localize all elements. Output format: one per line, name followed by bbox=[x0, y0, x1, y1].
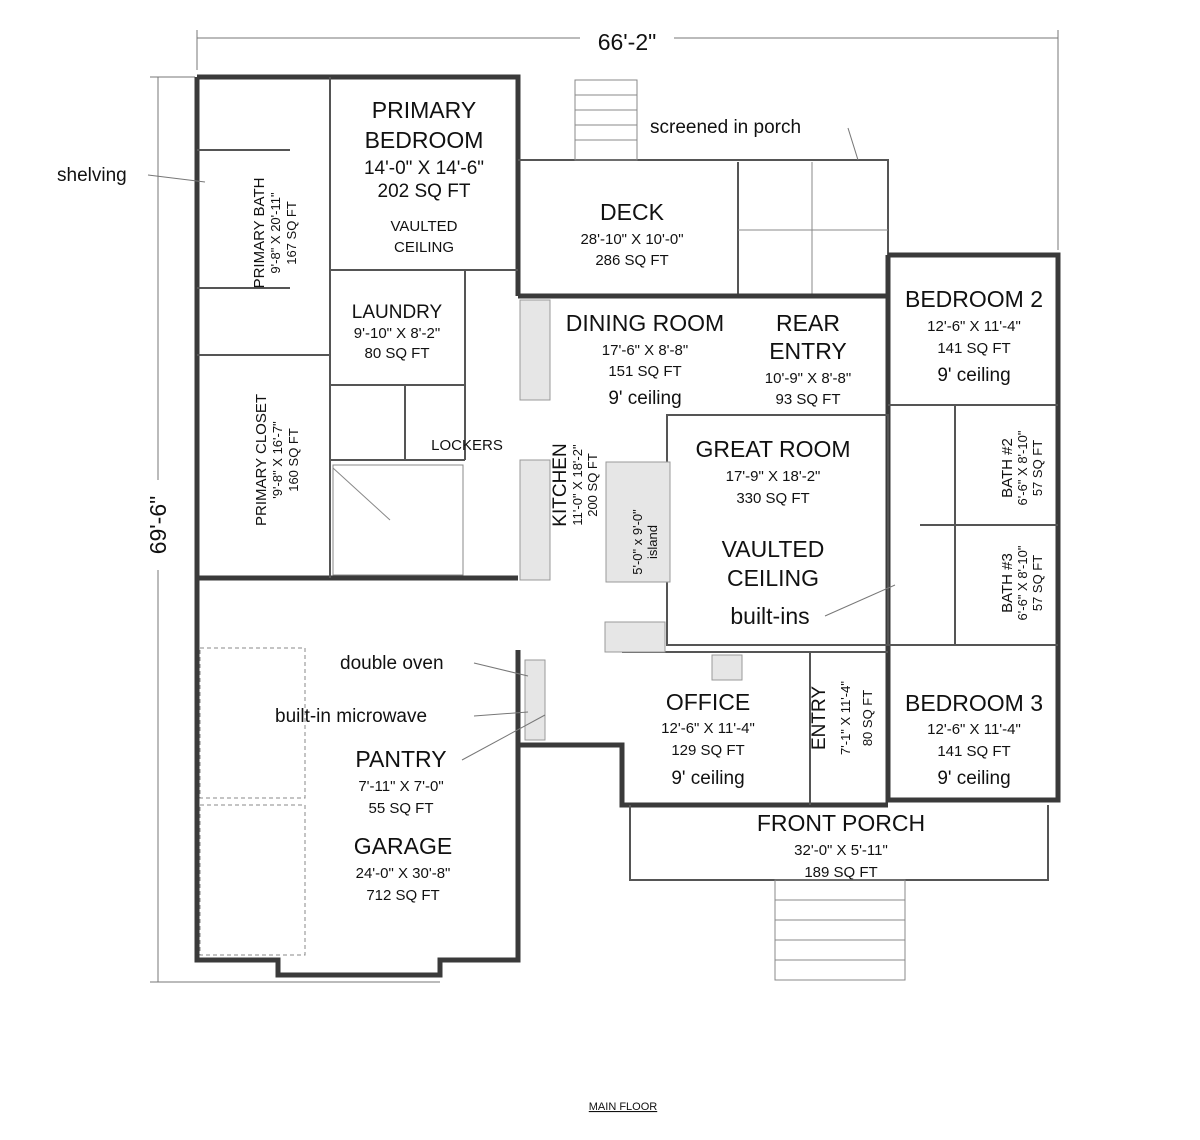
primary-closet-size: '9'-8" X 16'-7" bbox=[270, 421, 285, 499]
bedroom-2-size: 12'-6" X 11'-4" bbox=[927, 318, 1021, 335]
rear-entry-label-2: ENTRY bbox=[769, 338, 847, 364]
lockers-callout: LOCKERS bbox=[431, 437, 503, 454]
rear-entry-size: 10'-9" X 8'-8" bbox=[765, 370, 851, 387]
dining-room-label: DINING ROOM bbox=[566, 310, 724, 336]
bath-3-label: BATH #3 bbox=[999, 553, 1016, 613]
primary-bath-area: 167 SQ FT bbox=[284, 201, 299, 265]
kitchen-size: 11'-0" X 18'-2" bbox=[570, 444, 585, 526]
dining-room-note: 9' ceiling bbox=[608, 388, 681, 409]
island-size: 5'-0" x 9'-0" bbox=[630, 509, 645, 575]
kitchen-area: 200 SQ FT bbox=[585, 453, 600, 517]
primary-bedroom-note-1: VAULTED bbox=[391, 218, 458, 235]
primary-bath-size: 9'-8" X 20'-11" bbox=[268, 192, 283, 274]
primary-bedroom-area: 202 SQ FT bbox=[378, 181, 471, 202]
great-room-label: GREAT ROOM bbox=[695, 436, 850, 462]
bedroom-3-label: BEDROOM 3 bbox=[905, 690, 1043, 716]
great-room-area: 330 SQ FT bbox=[736, 490, 809, 507]
width-dimension: 66'-2" bbox=[598, 29, 657, 55]
dimension-lines bbox=[150, 30, 1059, 983]
rear-entry-area: 93 SQ FT bbox=[775, 391, 840, 408]
office-label: OFFICE bbox=[666, 689, 750, 715]
kitchen-label: KITCHEN bbox=[550, 443, 571, 526]
laundry-size: 9'-10" X 8'-2" bbox=[354, 325, 440, 342]
microwave-callout: built-in microwave bbox=[275, 706, 427, 727]
bedroom-3-size: 12'-6" X 11'-4" bbox=[927, 721, 1021, 738]
office-area: 129 SQ FT bbox=[671, 742, 744, 759]
primary-bedroom-label-2: BEDROOM bbox=[365, 127, 484, 153]
bedroom-3-area: 141 SQ FT bbox=[937, 743, 1010, 760]
deck-label: DECK bbox=[600, 199, 665, 225]
primary-bedroom-size: 14'-0" X 14'-6" bbox=[364, 158, 484, 179]
primary-bedroom-label-1: PRIMARY bbox=[372, 97, 476, 123]
primary-bedroom-note-2: CEILING bbox=[394, 239, 454, 256]
garage-size: 24'-0" X 30'-8" bbox=[356, 865, 451, 882]
bedroom-2-area: 141 SQ FT bbox=[937, 340, 1010, 357]
deck-size: 28'-10" X 10'-0" bbox=[580, 231, 683, 248]
rear-entry-label-1: REAR bbox=[776, 310, 840, 336]
entry-area: 80 SQ FT bbox=[860, 690, 875, 746]
walls bbox=[194, 74, 1061, 981]
double-oven-callout: double oven bbox=[340, 653, 444, 674]
pantry-label: PANTRY bbox=[355, 746, 446, 772]
bath-2-size: 6'-6" X 8'-10" bbox=[1015, 430, 1030, 505]
laundry-area: 80 SQ FT bbox=[364, 345, 429, 362]
island-label: island bbox=[645, 525, 660, 559]
garage-area: 712 SQ FT bbox=[366, 887, 439, 904]
primary-closet-area: 160 SQ FT bbox=[286, 428, 301, 492]
bedroom-3-note: 9' ceiling bbox=[937, 768, 1010, 789]
primary-bath-label: PRIMARY BATH bbox=[251, 178, 268, 289]
office-note: 9' ceiling bbox=[671, 768, 744, 789]
laundry-label: LAUNDRY bbox=[352, 302, 443, 323]
dining-room-size: 17'-6" X 8'-8" bbox=[602, 342, 688, 359]
shelving-callout: shelving bbox=[57, 165, 127, 186]
screened-porch-callout: screened in porch bbox=[650, 117, 801, 138]
entry-size: 7'-1" X 11'-4" bbox=[838, 681, 853, 755]
dining-room-area: 151 SQ FT bbox=[608, 363, 681, 380]
great-room-note-2: CEILING bbox=[727, 565, 819, 591]
entry-label: ENTRY bbox=[809, 686, 830, 750]
pantry-area: 55 SQ FT bbox=[368, 800, 433, 817]
deck-area: 286 SQ FT bbox=[595, 252, 668, 269]
depth-dimension: 69'-6" bbox=[145, 496, 171, 555]
bath-3-size: 6'-6" X 8'-10" bbox=[1015, 545, 1030, 620]
plan-title: MAIN FLOOR bbox=[589, 1101, 658, 1113]
bath-2-area: 57 SQ FT bbox=[1030, 440, 1045, 496]
front-porch-label: FRONT PORCH bbox=[757, 810, 925, 836]
bedroom-2-label: BEDROOM 2 bbox=[905, 286, 1043, 312]
great-room-size: 17'-9" X 18'-2" bbox=[726, 468, 821, 485]
primary-closet-label: PRIMARY CLOSET bbox=[253, 394, 270, 526]
bath-3-area: 57 SQ FT bbox=[1030, 555, 1045, 611]
built-ins-callout: built-ins bbox=[730, 603, 809, 629]
bath-2-label: BATH #2 bbox=[999, 438, 1016, 498]
office-size: 12'-6" X 11'-4" bbox=[661, 720, 755, 737]
front-porch-area: 189 SQ FT bbox=[804, 864, 877, 881]
garage-label: GARAGE bbox=[354, 833, 452, 859]
bedroom-2-note: 9' ceiling bbox=[937, 365, 1010, 386]
pantry-size: 7'-11" X 7'-0" bbox=[358, 778, 443, 795]
great-room-note-1: VAULTED bbox=[722, 536, 825, 562]
front-porch-size: 32'-0" X 5'-11" bbox=[794, 842, 888, 859]
